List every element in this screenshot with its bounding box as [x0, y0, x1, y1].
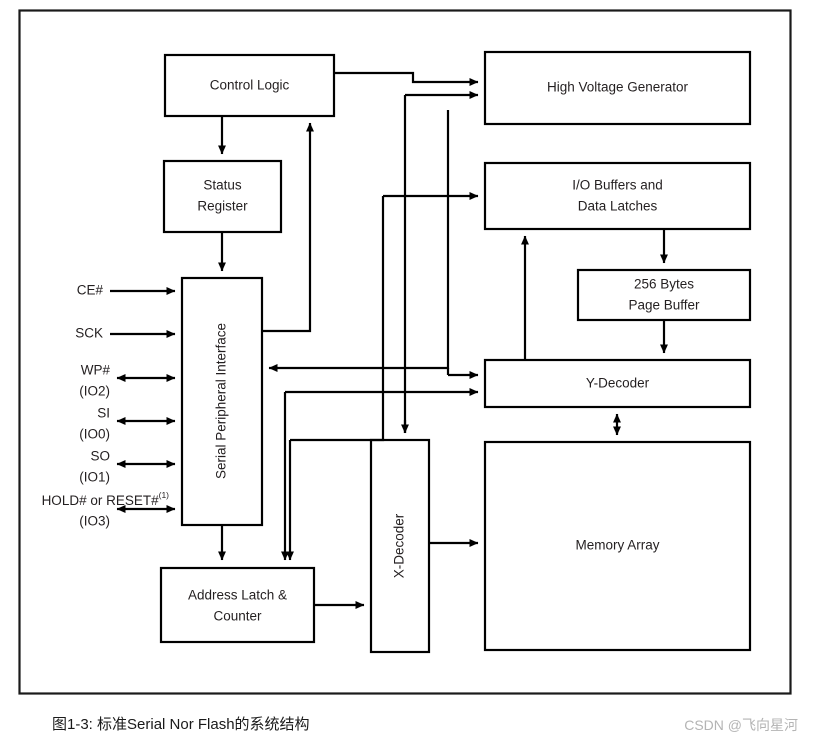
label-high-voltage-generator: High Voltage Generator: [547, 80, 689, 95]
block-x-decoder: [369, 438, 431, 654]
signal-label-si: SI: [97, 406, 110, 421]
signal-sublabel-so: (IO1): [79, 470, 110, 485]
block-control-logic: [163, 53, 336, 118]
signal-label-so: SO: [90, 449, 110, 464]
block-serial-peripheral-interface: [180, 276, 264, 527]
label-status-register-2: Register: [197, 199, 248, 214]
label-control-logic: Control Logic: [210, 78, 290, 93]
signal-label-sck: SCK: [75, 326, 103, 341]
signal-sublabel-hold: (IO3): [79, 514, 110, 529]
figure-caption: 图1-3: 标准Serial Nor Flash的系统结构: [52, 716, 310, 733]
wire-spi-iobuffers-route: [290, 196, 385, 442]
label-address-latch-1: Address Latch &: [188, 588, 287, 603]
block-high-voltage-generator: [483, 50, 752, 126]
signal-label-ce: CE#: [77, 283, 104, 298]
signal-sublabel-wp: (IO2): [79, 384, 110, 399]
block-memory-array: [483, 440, 752, 652]
signal-label-wp: WP#: [81, 363, 111, 378]
block-io-buffers-data-latches: [483, 161, 752, 231]
csdn-watermark: CSDN @飞向星河: [684, 717, 798, 733]
label-io-buffers-2: Data Latches: [578, 199, 658, 214]
signal-label-hold: HOLD# or RESET#(1): [42, 490, 170, 507]
signal-label-hold-note: (1): [159, 490, 170, 500]
wire-control-to-hvgen: [334, 71, 479, 86]
label-io-buffers-1: I/O Buffers and: [572, 178, 663, 193]
label-address-latch-2: Counter: [213, 609, 262, 624]
label-serial-peripheral-interface: Serial Peripheral Interface: [214, 323, 229, 479]
label-memory-array: Memory Array: [575, 538, 659, 553]
label-page-buffer-1: 256 Bytes: [634, 277, 694, 292]
block-page-buffer: [576, 268, 752, 322]
block-y-decoder: [483, 358, 752, 409]
label-page-buffer-2: Page Buffer: [628, 298, 700, 313]
signal-label-hold-text: HOLD# or RESET#: [42, 493, 160, 508]
wire-spi-to-control: [262, 122, 314, 333]
label-x-decoder: X-Decoder: [392, 513, 407, 578]
block-address-latch-counter: [159, 566, 316, 644]
label-y-decoder: Y-Decoder: [586, 376, 650, 391]
label-status-register-1: Status: [203, 178, 242, 193]
block-status-register: [162, 159, 283, 234]
signal-sublabel-si: (IO0): [79, 427, 110, 442]
